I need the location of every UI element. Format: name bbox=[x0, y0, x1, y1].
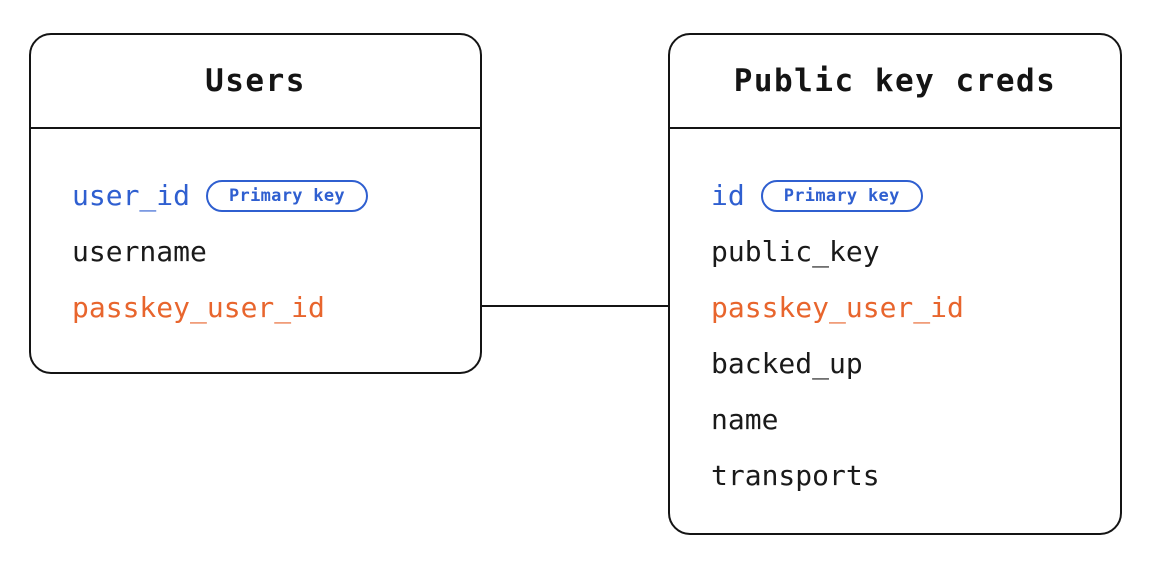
field-name-passkey-user-id: passkey_user_id bbox=[711, 291, 964, 324]
entity-public-key-creds[interactable]: Public key creds id Primary key public_k… bbox=[668, 33, 1122, 535]
field-row[interactable]: user_id Primary key bbox=[72, 168, 480, 224]
field-row[interactable]: id Primary key bbox=[711, 168, 1120, 224]
field-row[interactable]: public_key bbox=[711, 224, 1120, 280]
field-row[interactable]: transports bbox=[711, 448, 1120, 504]
primary-key-badge: Primary key bbox=[760, 180, 923, 212]
field-row[interactable]: passkey_user_id bbox=[72, 280, 480, 336]
entity-users-title: Users bbox=[205, 62, 306, 99]
field-row[interactable]: backed_up bbox=[711, 336, 1120, 392]
entity-users-fields: user_id Primary key username passkey_use… bbox=[31, 129, 480, 372]
field-row[interactable]: name bbox=[711, 392, 1120, 448]
entity-users[interactable]: Users user_id Primary key username passk… bbox=[29, 33, 482, 374]
entity-public-key-creds-header: Public key creds bbox=[670, 35, 1120, 129]
primary-key-badge: Primary key bbox=[206, 180, 368, 212]
field-row[interactable]: passkey_user_id bbox=[711, 280, 1120, 336]
primary-key-badge-label: Primary key bbox=[229, 185, 345, 206]
field-row[interactable]: username bbox=[72, 224, 480, 280]
entity-public-key-creds-fields: id Primary key public_key passkey_user_i… bbox=[670, 129, 1120, 533]
entity-public-key-creds-title: Public key creds bbox=[733, 62, 1057, 99]
relationship-connector-passkey-user-id bbox=[482, 305, 668, 307]
field-name-id: id bbox=[711, 179, 745, 212]
field-name-name: name bbox=[711, 403, 779, 436]
entity-users-header: Users bbox=[31, 35, 480, 129]
field-name-username: username bbox=[72, 235, 207, 268]
field-name-passkey-user-id: passkey_user_id bbox=[72, 291, 325, 324]
field-name-public-key: public_key bbox=[711, 235, 880, 268]
primary-key-badge-label: Primary key bbox=[783, 185, 900, 206]
field-name-user-id: user_id bbox=[72, 179, 191, 212]
field-name-transports: transports bbox=[711, 459, 880, 492]
field-name-backed-up: backed_up bbox=[711, 347, 863, 380]
